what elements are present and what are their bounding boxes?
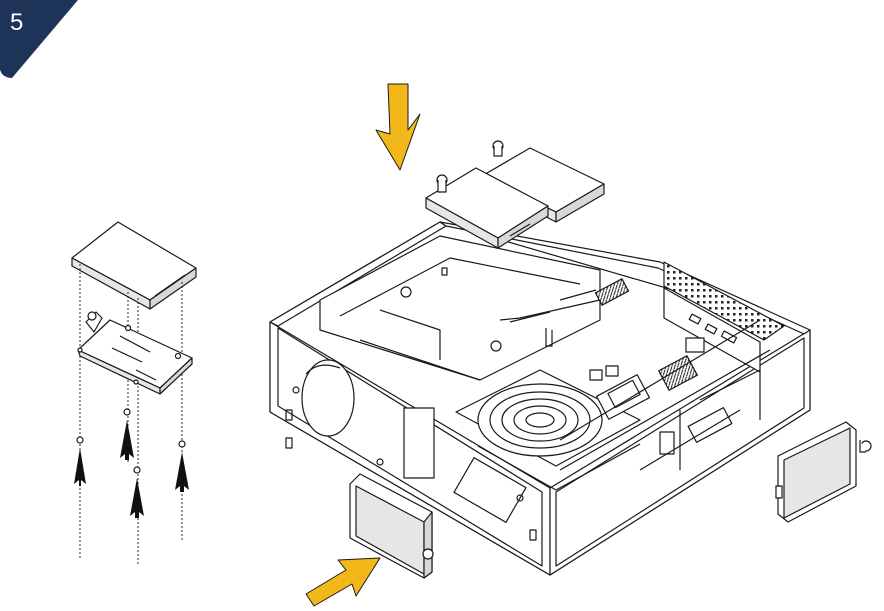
ssd-tray-assembly [71, 221, 197, 565]
black-up-arrow-icon [74, 420, 189, 518]
step-badge [0, 0, 78, 78]
yellow-diagonal-arrow-icon [305, 557, 381, 607]
computer-chassis [269, 221, 811, 576]
screws [76, 408, 186, 474]
yellow-down-arrow-icon [375, 83, 421, 171]
step-number: 5 [10, 9, 24, 36]
ssd-drive-left [71, 221, 197, 310]
ssd-drive-right [775, 421, 872, 523]
ssd-tray-bracket [77, 311, 193, 395]
cpu-fan [455, 369, 641, 491]
ssd-drive-front [349, 473, 434, 579]
alignment-guides [79, 264, 183, 565]
ssd-drive-top-front [425, 167, 549, 249]
